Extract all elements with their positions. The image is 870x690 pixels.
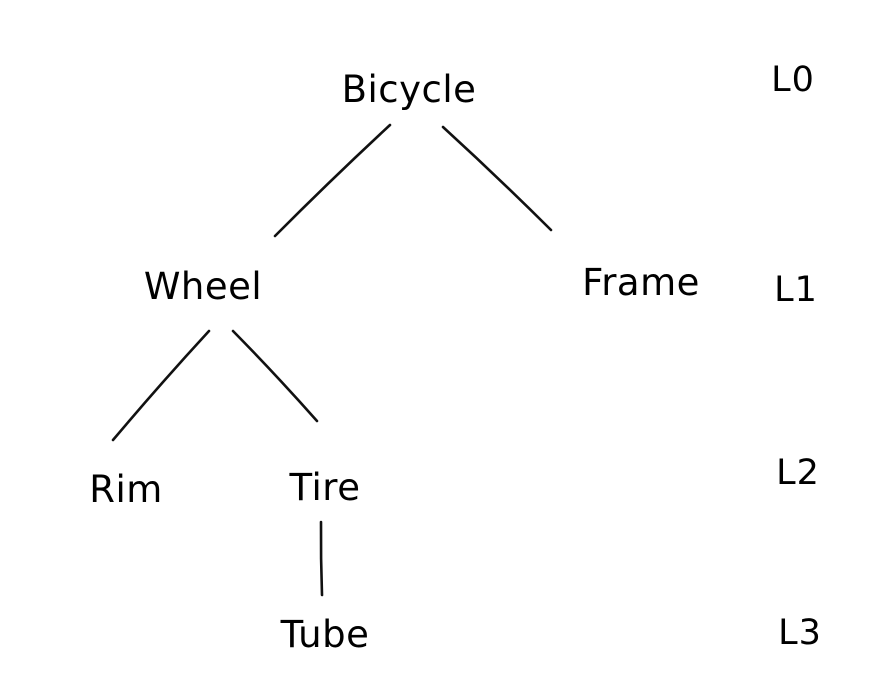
tree-edge-wheel-tire — [231, 329, 319, 423]
tree-node-bicycle[interactable]: Bicycle — [342, 71, 477, 108]
level-label-text: L3 — [778, 613, 822, 653]
level-label-text: L1 — [774, 270, 818, 310]
tree-node-tube[interactable]: Tube — [281, 616, 370, 653]
level-label-l1: L1 — [774, 273, 818, 308]
tree-node-label: Bicycle — [341, 68, 477, 111]
tree-node-frame[interactable]: Frame — [582, 264, 700, 301]
tree-node-label: Rim — [89, 468, 163, 511]
tree-edge-wheel-rim — [111, 329, 211, 442]
level-label-l2: L2 — [776, 456, 820, 491]
tree-node-label: Frame — [582, 261, 700, 304]
level-label-l0: L0 — [771, 63, 815, 98]
tree-node-label: Tire — [289, 466, 361, 509]
tree-edge-tire-tube — [319, 520, 324, 597]
level-label-text: L0 — [771, 60, 815, 100]
tree-node-label: Wheel — [143, 265, 263, 308]
level-label-text: L2 — [776, 453, 820, 493]
tree-edge-bicycle-wheel — [273, 123, 392, 238]
tree-node-tire[interactable]: Tire — [290, 469, 361, 506]
tree-edge-bicycle-frame — [441, 125, 553, 232]
tree-node-wheel[interactable]: Wheel — [144, 268, 262, 305]
tree-node-label: Tube — [280, 613, 370, 656]
tree-node-rim[interactable]: Rim — [89, 471, 163, 508]
level-label-l3: L3 — [778, 616, 822, 651]
